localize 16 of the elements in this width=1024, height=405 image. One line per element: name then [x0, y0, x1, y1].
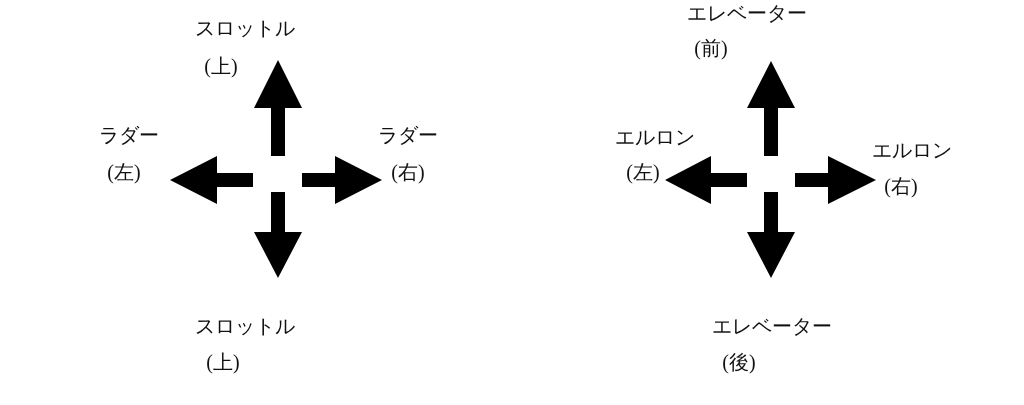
direction-label: (右): [884, 175, 918, 197]
control-label: ラダー: [378, 124, 438, 146]
control-label: エルロン: [872, 139, 952, 161]
direction-label: (後): [722, 351, 756, 373]
direction-label: (前): [694, 37, 728, 59]
control-label: エレベーター: [712, 315, 832, 337]
control-label: エレベーター: [687, 2, 807, 24]
direction-label: (右): [391, 161, 425, 183]
direction-label: (上): [204, 55, 238, 77]
control-label: ラダー: [99, 124, 159, 146]
control-label: エルロン: [615, 126, 695, 148]
direction-label: (左): [107, 161, 141, 183]
direction-label: (上): [206, 351, 240, 373]
control-label: スロットル: [195, 17, 295, 39]
control-label: スロットル: [195, 315, 295, 337]
direction-label: (左): [626, 161, 660, 183]
